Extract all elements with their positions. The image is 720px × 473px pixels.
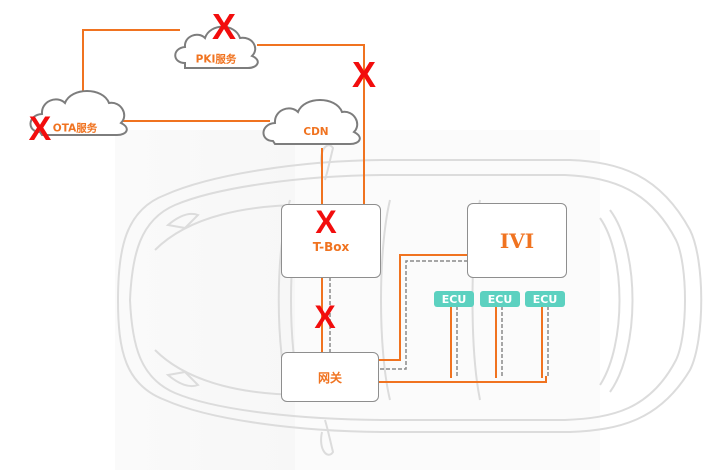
tbox-node: T-Box: [281, 204, 381, 278]
blocked-mark-tbox: X: [315, 204, 337, 240]
ecu-3: ECU: [525, 291, 565, 307]
cloud-pki: [174, 25, 259, 69]
gateway-label: 网关: [317, 370, 342, 385]
blocked-mark-tbox-gateway-link: X: [314, 299, 336, 335]
cloud-label-ota: OTA服务: [52, 122, 98, 135]
cloud-label-pki: PKI服务: [195, 53, 237, 66]
tbox-label: T-Box: [312, 240, 350, 254]
gateway-node: 网关: [281, 352, 379, 402]
ivi-label: IVI: [499, 228, 535, 253]
cloud-cdn: [262, 99, 361, 145]
ecu-1: ECU: [434, 291, 474, 307]
rear-window-inner: [599, 217, 621, 386]
dashed-ivi-gateway: [378, 260, 468, 370]
link-pki-tbox: [257, 44, 365, 205]
car-body-outer: [116, 159, 703, 433]
link-ota-pki: [82, 29, 180, 100]
ecu-2: ECU: [480, 291, 520, 307]
ivi-node: IVI: [467, 203, 567, 278]
cloud-ota: [29, 90, 128, 136]
blocked-mark-ota: X: [28, 110, 52, 148]
blocked-mark-pki-link: X: [351, 54, 377, 95]
cabin-left: [380, 199, 391, 401]
cloud-label-cdn: CDN: [303, 126, 329, 138]
rear-window-outer: [609, 209, 634, 393]
blocked-mark-pki: X: [211, 6, 237, 47]
car-body-inner: [128, 174, 686, 421]
car-outline: [116, 144, 703, 456]
link-ivi-gateway: [378, 254, 468, 361]
dashed-links: [329, 260, 549, 378]
headlight-top: [165, 212, 200, 230]
clouds: [29, 25, 361, 145]
network-links: [82, 29, 547, 383]
link-gateway-ecu-bus: [378, 376, 547, 383]
mirror-bottom: [320, 419, 335, 456]
headlight-bottom: [165, 370, 200, 388]
